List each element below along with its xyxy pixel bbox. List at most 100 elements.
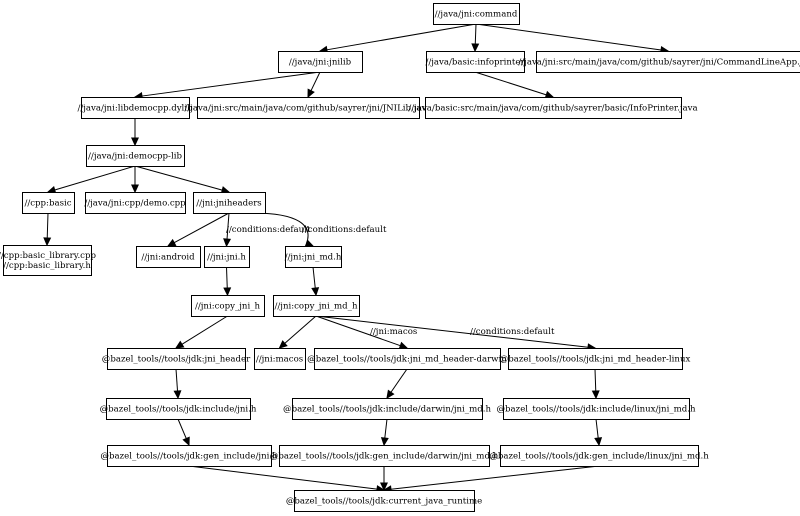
node-label: //jni:android xyxy=(141,253,195,263)
node-box xyxy=(500,445,699,467)
arrowhead xyxy=(380,437,389,447)
node-box xyxy=(22,192,75,214)
edge-line xyxy=(474,23,477,45)
node-includelinux[interactable]: @bazel_tools//tools/jdk:include/linux/jn… xyxy=(496,398,696,420)
node-libdemocpp[interactable]: //java/jni:libdemocpp.dylib xyxy=(77,97,193,119)
arrowhead xyxy=(182,436,190,447)
edge-line xyxy=(474,71,547,96)
edge-line xyxy=(312,266,316,289)
edge-genlinux-to-runtime xyxy=(382,465,600,494)
node-box xyxy=(107,348,246,370)
edge-copyjnimdh-to-mdheaderlinux: //conditions:default xyxy=(315,315,597,352)
node-box xyxy=(536,51,800,73)
node-box xyxy=(508,348,683,370)
node-infoprinter[interactable]: //java/basic:infoprinter xyxy=(425,51,525,73)
edge-line xyxy=(594,368,597,392)
node-basiclib[interactable]: //cpp:basic_library.cpp//cpp:basic_libra… xyxy=(0,245,96,276)
edge-jniheaders-to-jnih: //conditions:default xyxy=(223,212,311,248)
node-cppbasic[interactable]: //cpp:basic xyxy=(22,192,75,214)
edge-mdheaderdarwin-to-includedarwin xyxy=(386,368,408,399)
node-label: //java/jni:src/main/java/com/github/sayr… xyxy=(518,58,800,68)
node-box xyxy=(292,398,483,420)
node-gendarwin[interactable]: @bazel_tools//tools/jdk:gen_include/darw… xyxy=(270,445,499,467)
node-label: //jni:macos xyxy=(256,355,303,365)
node-box xyxy=(136,246,201,268)
arrowhead xyxy=(166,238,177,247)
arrowhead xyxy=(43,237,52,247)
edge-includelinux-to-genlinux xyxy=(594,418,603,447)
node-box xyxy=(85,192,186,214)
node-label: //java/jni:democpp-lib xyxy=(88,152,182,162)
node-box xyxy=(279,445,490,467)
node-jnih[interactable]: //jni:jni.h xyxy=(204,246,250,268)
node-box xyxy=(273,295,360,317)
node-genlinux[interactable]: @bazel_tools//tools/jdk:gen_include/linu… xyxy=(489,445,709,467)
node-includedarwin[interactable]: @bazel_tools//tools/jdk:include/darwin/j… xyxy=(283,398,492,420)
node-mdheaderlinux[interactable]: @bazel_tools//tools/jdk:jni_md_header-li… xyxy=(500,348,691,370)
node-label: //jni:copy_jni_h xyxy=(195,302,261,312)
node-label: //cpp:basic xyxy=(24,199,71,209)
node-label: //jni:jni.h xyxy=(207,253,246,263)
edge-jnimdh-to-copyjnimdh xyxy=(311,266,320,297)
node-cmd[interactable]: //java/jni:command xyxy=(433,3,520,25)
node-box xyxy=(254,348,306,370)
edge-libdemocpp-to-democpplib xyxy=(131,118,139,147)
edge-line xyxy=(390,368,408,393)
arrowhead xyxy=(386,389,395,399)
node-jniheaders[interactable]: //jni:jniheaders xyxy=(193,192,266,214)
node-box xyxy=(433,3,520,25)
edge-jniheaders-to-jniandroid xyxy=(166,212,230,247)
edge-cmd-to-cmdlineapp xyxy=(475,23,670,54)
node-jnilibjava[interactable]: //java/jni:src/main/java/com/github/sayr… xyxy=(184,97,432,119)
node-label: //java/jni:cpp/demo.cpp xyxy=(84,199,186,209)
node-jnilib[interactable]: //java/jni:jnilib xyxy=(278,51,363,73)
node-label: @bazel_tools//tools/jdk:gen_include/jni.… xyxy=(100,452,278,462)
node-label: @bazel_tools//tools/jdk:jni_md_header-li… xyxy=(500,355,691,365)
node-box xyxy=(425,97,682,119)
arrowhead xyxy=(594,437,603,447)
node-genjnih[interactable]: @bazel_tools//tools/jdk:gen_include/jni.… xyxy=(100,445,278,467)
node-label: @bazel_tools//tools/jdk:current_java_run… xyxy=(286,497,482,507)
edge-line xyxy=(226,212,230,240)
edge-line xyxy=(595,418,599,439)
node-includejnih[interactable]: @bazel_tools//tools/jdk:include/jni.h xyxy=(100,398,257,420)
node-box xyxy=(191,295,265,317)
edge-line xyxy=(475,23,662,51)
edge-cmd-to-infoprinter xyxy=(471,23,480,53)
node-democpp[interactable]: //java/jni:cpp/demo.cpp xyxy=(84,192,186,214)
node-mdheaderdarwin[interactable]: @bazel_tools//tools/jdk:jni_md_header-da… xyxy=(307,348,507,370)
edge-line xyxy=(310,71,321,91)
edge-democpplib-to-democpp xyxy=(131,166,139,194)
node-box xyxy=(426,51,525,73)
node-copyjnimdh[interactable]: //jni:copy_jni_md_h xyxy=(273,295,360,317)
edge-genjnih-to-runtime xyxy=(188,465,386,494)
node-label: @bazel_tools//tools/jdk:jni_header xyxy=(102,355,251,365)
node-cmdlineapp[interactable]: //java/jni:src/main/java/com/github/sayr… xyxy=(518,51,800,73)
node-label: @bazel_tools//tools/jdk:include/jni.h xyxy=(100,405,257,415)
edge-line xyxy=(181,315,228,345)
edge-label: //conditions:default xyxy=(470,327,555,337)
edge-line xyxy=(54,165,136,191)
node-label: //java/basic:infoprinter xyxy=(425,58,525,68)
edge-line xyxy=(173,212,230,244)
node-label: //cpp:basic_library.cpp xyxy=(0,251,96,261)
node-jniheader[interactable]: @bazel_tools//tools/jdk:jni_header xyxy=(102,348,251,370)
node-box xyxy=(107,445,272,467)
node-copyjnih[interactable]: //jni:copy_jni_h xyxy=(191,295,265,317)
node-box xyxy=(278,51,363,73)
node-box xyxy=(81,97,190,119)
node-jnimdh[interactable]: //jni:jni_md.h xyxy=(285,246,342,268)
edge-line xyxy=(226,266,228,289)
node-jniandroid[interactable]: //jni:android xyxy=(136,246,201,268)
edge-line xyxy=(188,465,378,490)
edge-copyjnih-to-jniheader xyxy=(174,315,228,349)
arrowhead xyxy=(544,90,555,99)
node-democpplib[interactable]: //java/jni:democpp-lib xyxy=(86,145,185,167)
arrowhead xyxy=(174,340,185,349)
node-runtime[interactable]: @bazel_tools//tools/jdk:current_java_run… xyxy=(286,490,482,512)
edge-includejnih-to-genjnih xyxy=(177,418,190,447)
node-box xyxy=(503,398,690,420)
node-jnimacos[interactable]: //jni:macos xyxy=(254,348,306,370)
edge-line xyxy=(326,23,477,51)
node-infoprinterjava[interactable]: //java/basic:src/main/java/com/github/sa… xyxy=(408,97,698,119)
